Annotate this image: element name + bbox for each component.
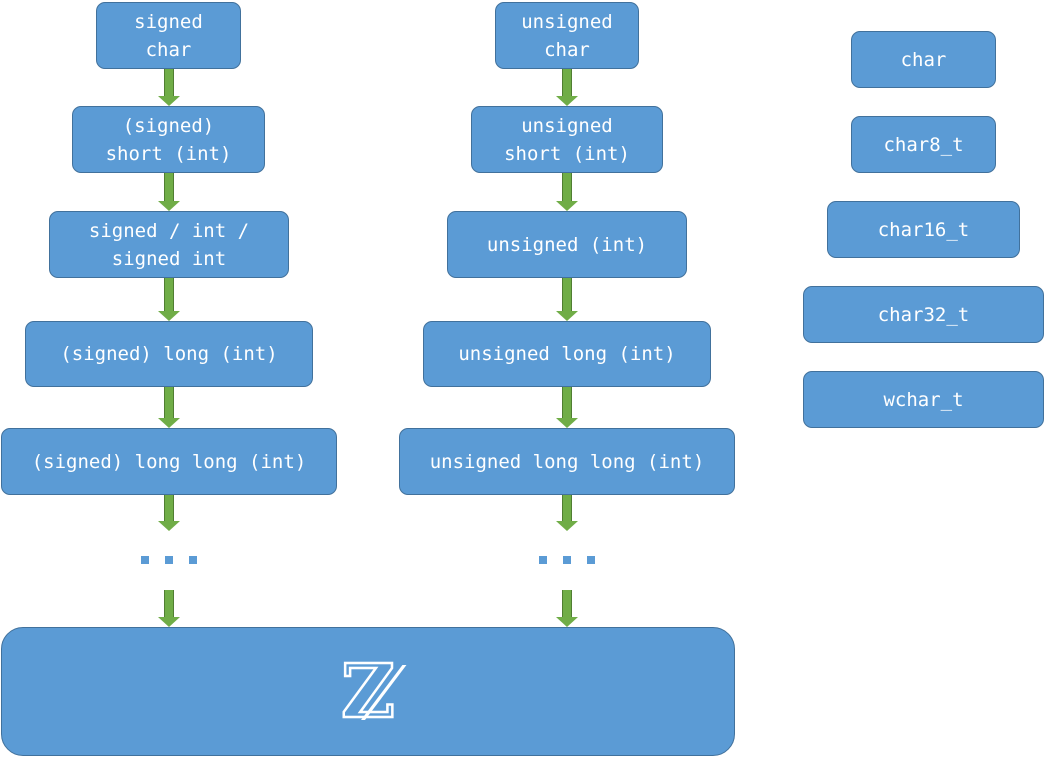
ellipsis-icon — [539, 556, 595, 564]
node-unsigned-long-long: unsigned long long (int) — [399, 428, 735, 495]
integers-symbol: Z — [340, 648, 397, 735]
node-signed-int: signed / int / signed int — [49, 211, 289, 278]
node-char: char — [851, 31, 996, 88]
node-signed-char: signed char — [96, 2, 241, 69]
node-char16-t: char16_t — [827, 201, 1020, 258]
node-unsigned-short: unsigned short (int) — [471, 106, 663, 173]
node-wchar-t: wchar_t — [803, 371, 1044, 428]
node-unsigned-char: unsigned char — [495, 2, 639, 69]
node-signed-long: (signed) long (int) — [25, 321, 313, 387]
node-char32-t: char32_t — [803, 286, 1044, 343]
ellipsis-icon — [141, 556, 197, 564]
node-signed-short: (signed) short (int) — [72, 106, 265, 173]
integers-node: Z — [1, 627, 735, 756]
node-unsigned-long: unsigned long (int) — [423, 321, 711, 387]
node-char8-t: char8_t — [851, 116, 996, 173]
node-unsigned-int: unsigned (int) — [447, 211, 687, 278]
node-signed-long-long: (signed) long long (int) — [1, 428, 337, 495]
